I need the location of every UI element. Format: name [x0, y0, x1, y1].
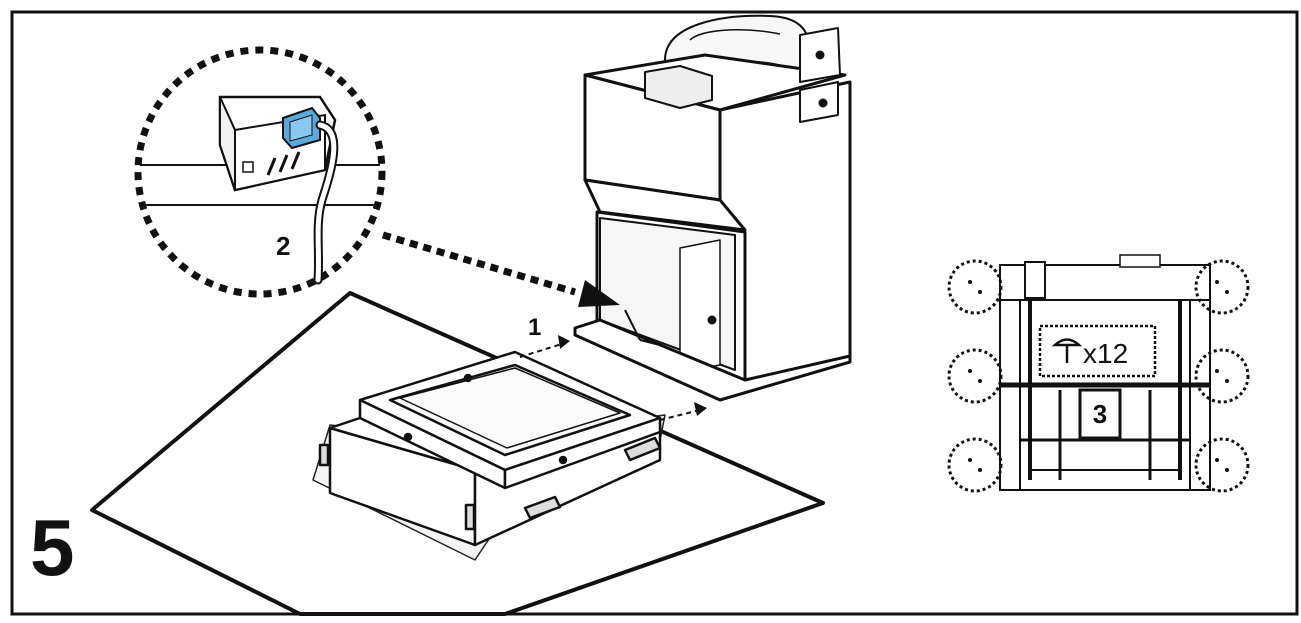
arrows-step-1	[519, 335, 707, 421]
callout-1-label: 1	[528, 314, 541, 341]
frame-border	[10, 10, 1299, 616]
callout-2-label: 2	[276, 231, 290, 261]
screw-quantity-label: x12	[1083, 338, 1128, 369]
screw-marker	[947, 348, 1003, 404]
screw-markers	[947, 259, 1250, 493]
screw-positions-panel: x12	[947, 254, 1250, 493]
callout-3-box	[1078, 388, 1122, 440]
hood-body	[573, 14, 852, 402]
screw-marker	[1194, 437, 1250, 493]
screw-icon	[1051, 338, 1083, 363]
screw-marker	[1194, 259, 1250, 315]
screw-quantity-box	[1038, 324, 1157, 378]
mounting-frame	[312, 350, 666, 561]
screw-marker	[947, 437, 1003, 493]
screw-marker	[947, 259, 1003, 315]
connector-detail-circle	[134, 46, 386, 298]
screw-marker	[1194, 348, 1250, 404]
step-number: 5	[30, 503, 75, 592]
dotted-pointer-arrow	[382, 231, 620, 307]
callout-3-label: 3	[1093, 399, 1107, 429]
